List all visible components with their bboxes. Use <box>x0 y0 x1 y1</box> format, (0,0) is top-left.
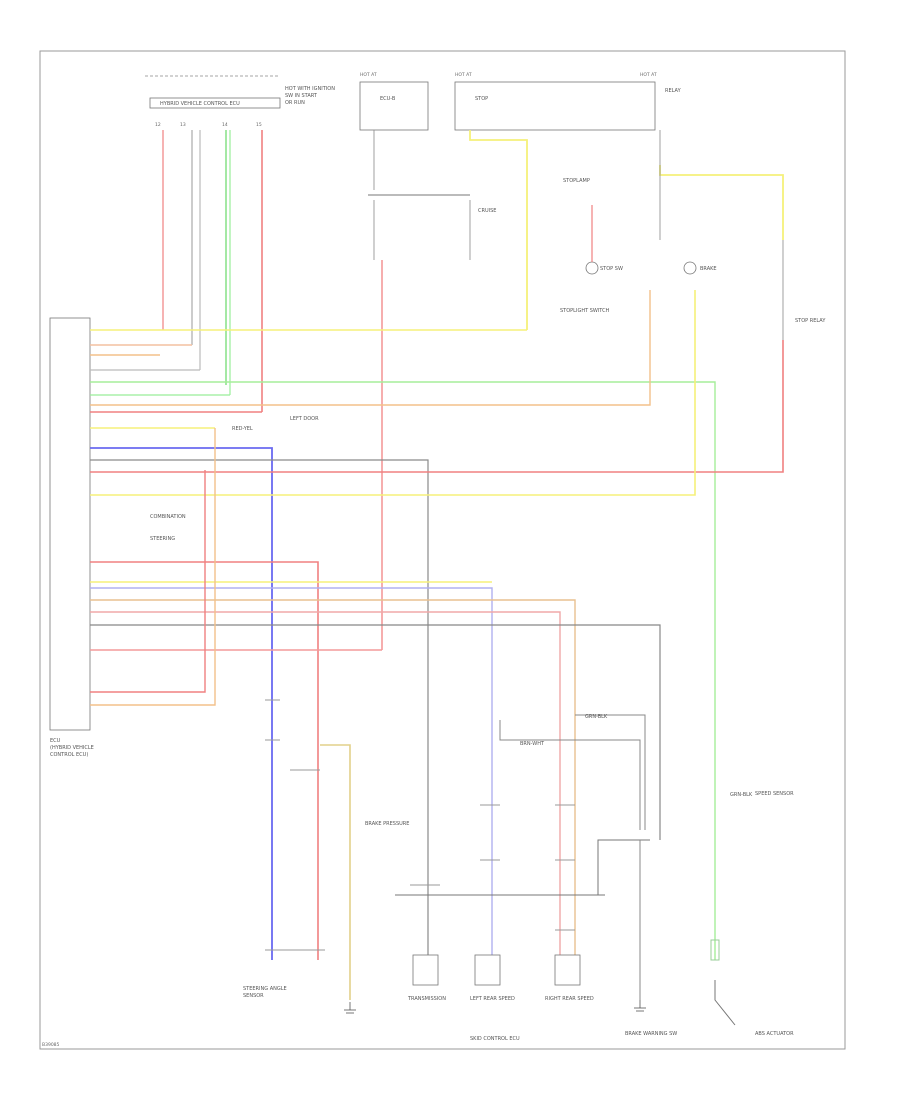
pin-label: 14 <box>222 122 228 128</box>
ecu-connector <box>49 317 91 731</box>
fuse-note-2: STOP <box>475 96 488 102</box>
h-wire-pink-2 <box>90 611 561 960</box>
ecu-label-2: (HYBRID VEHICLE <box>50 745 94 751</box>
ecu-label-1: ECU <box>50 738 61 744</box>
h-wire-note-2: COMBINATION <box>150 514 186 520</box>
h-wire-gray-3 <box>90 624 661 840</box>
fuse-box-2 <box>454 81 656 131</box>
comp-label-brake: BRAKE WARNING SW <box>625 1031 677 1037</box>
pin-label: 15 <box>256 122 262 128</box>
relay-coil-2 <box>683 261 697 275</box>
relay-label-1: STOPLAMP <box>563 178 590 184</box>
mid-note-1: BRN-WHT <box>520 741 545 747</box>
fuse-box-1 <box>359 81 429 131</box>
connector-marks <box>265 699 575 951</box>
h-wire-gray-2 <box>90 459 429 960</box>
fuse-label-2: HOT AT <box>455 72 472 78</box>
comp-label-steering: STEERING ANGLE <box>243 986 287 992</box>
footer-code: B39085 <box>42 1042 60 1048</box>
relay-label-5: STOP RELAY <box>795 318 826 324</box>
relay-coil-1 <box>585 261 599 275</box>
comp-label-pressure: BRAKE PRESSURE <box>365 821 409 827</box>
h-wire-orange-2 <box>90 290 651 406</box>
top-note: HOT WITH IGNITION <box>285 86 335 92</box>
h-wire-pink-3 <box>90 470 206 693</box>
h-wire-orange-4 <box>90 428 216 706</box>
sensor-left-rear <box>474 954 501 986</box>
h-wire-red-2 <box>90 340 784 473</box>
comp-label-right-rear: RIGHT REAR SPEED <box>545 996 594 1002</box>
wire-dark-2 <box>575 714 646 830</box>
pin-label: 13 <box>180 122 186 128</box>
h-wire-orange-3 <box>90 599 576 960</box>
comp-label-left-rear: LEFT REAR SPEED <box>470 996 515 1002</box>
top-note-3: OR RUN <box>285 100 305 106</box>
fuse-note-3: RELAY <box>665 88 682 94</box>
comp-label-transmission: TRANSMISSION <box>407 996 446 1002</box>
h-wire-note-3: STEERING <box>150 536 175 542</box>
h-wire-green-1 <box>90 381 716 960</box>
h-wire-red-3 <box>90 561 319 960</box>
top-module-box <box>149 97 281 109</box>
relay-label-4: STOPLIGHT SWITCH <box>560 308 610 314</box>
comp-label-abs: ABS ACTUATOR <box>755 1031 794 1037</box>
top-note-2: SW IN START <box>285 93 318 99</box>
h-wire-dest: LEFT DOOR <box>290 416 319 422</box>
diagram-border <box>39 50 846 1050</box>
fuse-label-1: HOT AT <box>360 72 377 78</box>
fuse-note-1: ECU-B <box>380 96 396 102</box>
comp-label-steering-2: SENSOR <box>243 993 264 999</box>
comp-label-skid: SKID CONTROL ECU <box>470 1036 520 1042</box>
ecu-label-3: CONTROL ECU) <box>50 752 88 758</box>
abs-marker <box>710 939 720 961</box>
fuse-label-3: HOT AT <box>640 72 657 78</box>
h-wire-blue <box>90 447 273 960</box>
abs-switch <box>714 980 736 1026</box>
ground-symbol <box>344 1002 356 1014</box>
ground-symbol-2 <box>634 1000 646 1012</box>
mid-note-2: GRN-BLK <box>585 714 608 720</box>
h-wire-note: RED-YEL <box>232 426 253 432</box>
relay-label-2: STOP SW <box>600 266 623 272</box>
h-wire-yellow-3 <box>90 290 696 496</box>
wire-yellow-right <box>659 165 784 240</box>
comp-label-speed-wire: GRN-BLK <box>730 792 753 798</box>
sensor-transmission <box>412 954 439 986</box>
wire-dark-1 <box>499 720 641 830</box>
wire-tan <box>320 744 351 1000</box>
pin-label: 12 <box>155 122 161 128</box>
comp-label-speed: SPEED SENSOR <box>755 791 794 797</box>
switch-label: CRUISE <box>478 208 496 214</box>
wire-dark-3 <box>597 839 650 895</box>
sensor-right-rear <box>554 954 581 986</box>
relay-label-3: BRAKE <box>700 266 717 272</box>
wire-yellow-top <box>469 130 528 330</box>
h-wire-blue-2 <box>90 587 493 960</box>
top-module-title: HYBRID VEHICLE CONTROL ECU <box>160 101 240 107</box>
